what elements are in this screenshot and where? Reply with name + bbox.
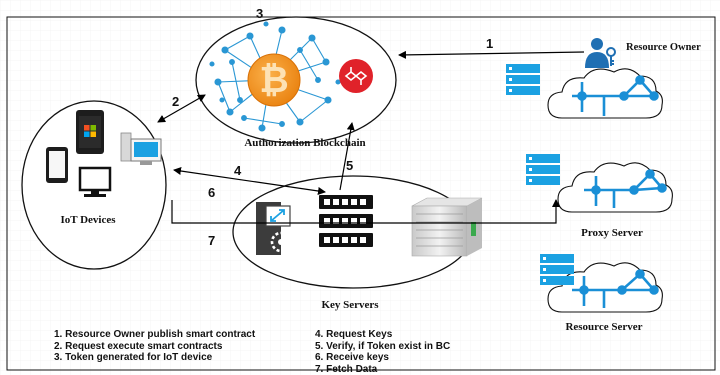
proxy-cloud-network-icon	[526, 154, 673, 213]
arrow-step-5	[339, 122, 355, 191]
rack-server-icon	[319, 195, 373, 247]
step-4-label: 4	[234, 163, 242, 178]
desktop-icon	[120, 132, 162, 165]
step-6-label: 6	[208, 185, 215, 200]
key-server-icon	[256, 202, 292, 255]
step-7-label: 7	[208, 233, 215, 248]
legend-item: 7. Fetch Data	[315, 363, 378, 375]
arrow-step-4-6	[173, 167, 326, 195]
svg-text:₿: ₿	[259, 59, 288, 100]
legend-left: 1. Resource Owner publish smart contract…	[54, 329, 255, 364]
step-1-label: 1	[486, 36, 493, 51]
tablet-icon	[46, 147, 68, 183]
cloud-network-icon	[506, 64, 663, 119]
iot-devices-group: IoT Devices	[21, 100, 167, 270]
frame-border	[6, 16, 716, 371]
legend-item: 5. Verify, if Token exist in BC	[315, 340, 451, 352]
legend-right: 4. Request Keys 5. Verify, if Token exis…	[315, 329, 450, 375]
legend-item: 3. Token generated for IoT device	[54, 352, 213, 363]
step-5-label: 5	[346, 158, 353, 173]
iot-devices-label: IoT Devices	[60, 214, 116, 226]
tower-server-icon	[411, 197, 483, 257]
phone-windows-icon	[76, 110, 104, 154]
arrow-step-2	[157, 94, 206, 123]
step-2-label: 2	[172, 94, 179, 109]
bitcoin-icon: ₿	[247, 53, 301, 107]
step-3-label: 3	[256, 6, 263, 21]
blockchain-node-icon	[339, 59, 373, 93]
resource-server-label: Resource Server	[565, 321, 642, 333]
authorization-blockchain-group: ₿ Authorization Blockchain	[195, 16, 397, 149]
person-key-icon	[585, 38, 616, 68]
legend-item: 6. Receive keys	[315, 352, 389, 363]
arrow-step-1	[398, 50, 585, 59]
arrow-step-7	[171, 199, 560, 224]
monitor-icon	[78, 166, 112, 197]
resource-cloud-network-icon	[540, 254, 663, 313]
key-servers-group: Key Servers	[232, 175, 483, 311]
proxy-server-label: Proxy Server	[581, 227, 643, 239]
legend-item: 4. Request Keys	[315, 329, 393, 340]
resource-owner-label: Resource Owner	[626, 42, 701, 53]
authorization-blockchain-label: Authorization Blockchain	[244, 137, 365, 149]
key-servers-label: Key Servers	[321, 299, 379, 311]
legend-item: 1. Resource Owner publish smart contract	[54, 329, 256, 340]
legend-item: 2. Request execute smart contracts	[54, 340, 223, 352]
